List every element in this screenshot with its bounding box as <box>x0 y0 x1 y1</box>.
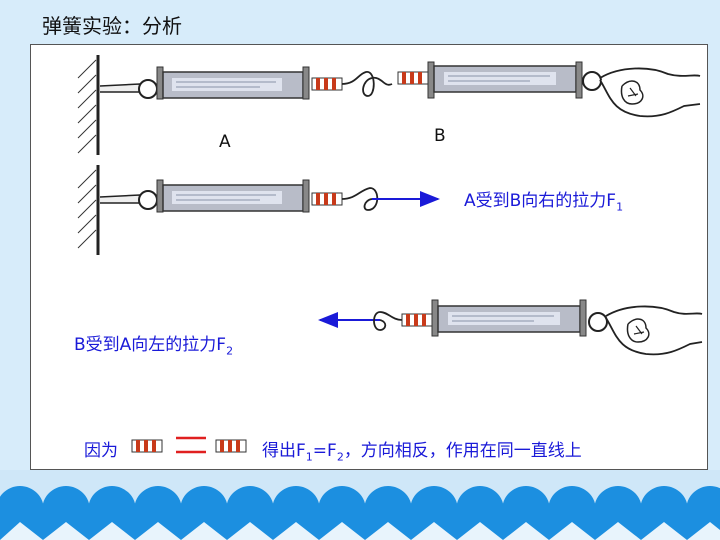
spring-icon-left <box>131 439 163 453</box>
diagram-panel <box>30 44 708 470</box>
wall-top <box>77 55 100 155</box>
scale-a-middle <box>99 179 343 213</box>
hook-a-top <box>341 71 393 97</box>
force-f1-subscript: 1 <box>616 200 624 214</box>
scale-b-bottom <box>401 299 608 337</box>
bottom-waves <box>0 470 720 540</box>
force-f2-label: B受到A向左的拉力F2 <box>74 330 233 357</box>
hand-icon <box>599 67 701 118</box>
conclusion-prefix: 因为 <box>84 441 118 461</box>
force-f2-subscript: 2 <box>226 344 234 358</box>
hand-icon-bottom <box>605 305 703 356</box>
conclusion-rest: ，方向相反，作用在同一直线上 <box>343 441 582 461</box>
conclusion-equals: =F <box>312 441 337 461</box>
spring-icon-right <box>215 439 247 453</box>
wall-middle <box>77 165 100 255</box>
force-f2-text: B受到A向左的拉力F <box>74 335 227 355</box>
conclusion-subscript-1: 1 <box>305 450 313 464</box>
scale-a-top <box>99 66 343 100</box>
label-b: B <box>434 126 446 146</box>
hook-a-middle <box>341 187 379 211</box>
conclusion-text: 得出F <box>262 441 306 461</box>
equals-sign <box>176 436 206 454</box>
scale-b-top <box>397 61 602 99</box>
force-f1-text: A受到B向右的拉力F <box>464 191 617 211</box>
conclusion-statement: 得出F1=F2，方向相反，作用在同一直线上 <box>262 436 582 463</box>
force-f1-label: A受到B向右的拉力F1 <box>464 186 623 213</box>
label-a: A <box>219 132 231 152</box>
slide-title: 弹簧实验：分析 <box>42 14 182 38</box>
conclusion-subscript-2: 2 <box>336 450 344 464</box>
hook-b-bottom <box>373 311 403 331</box>
